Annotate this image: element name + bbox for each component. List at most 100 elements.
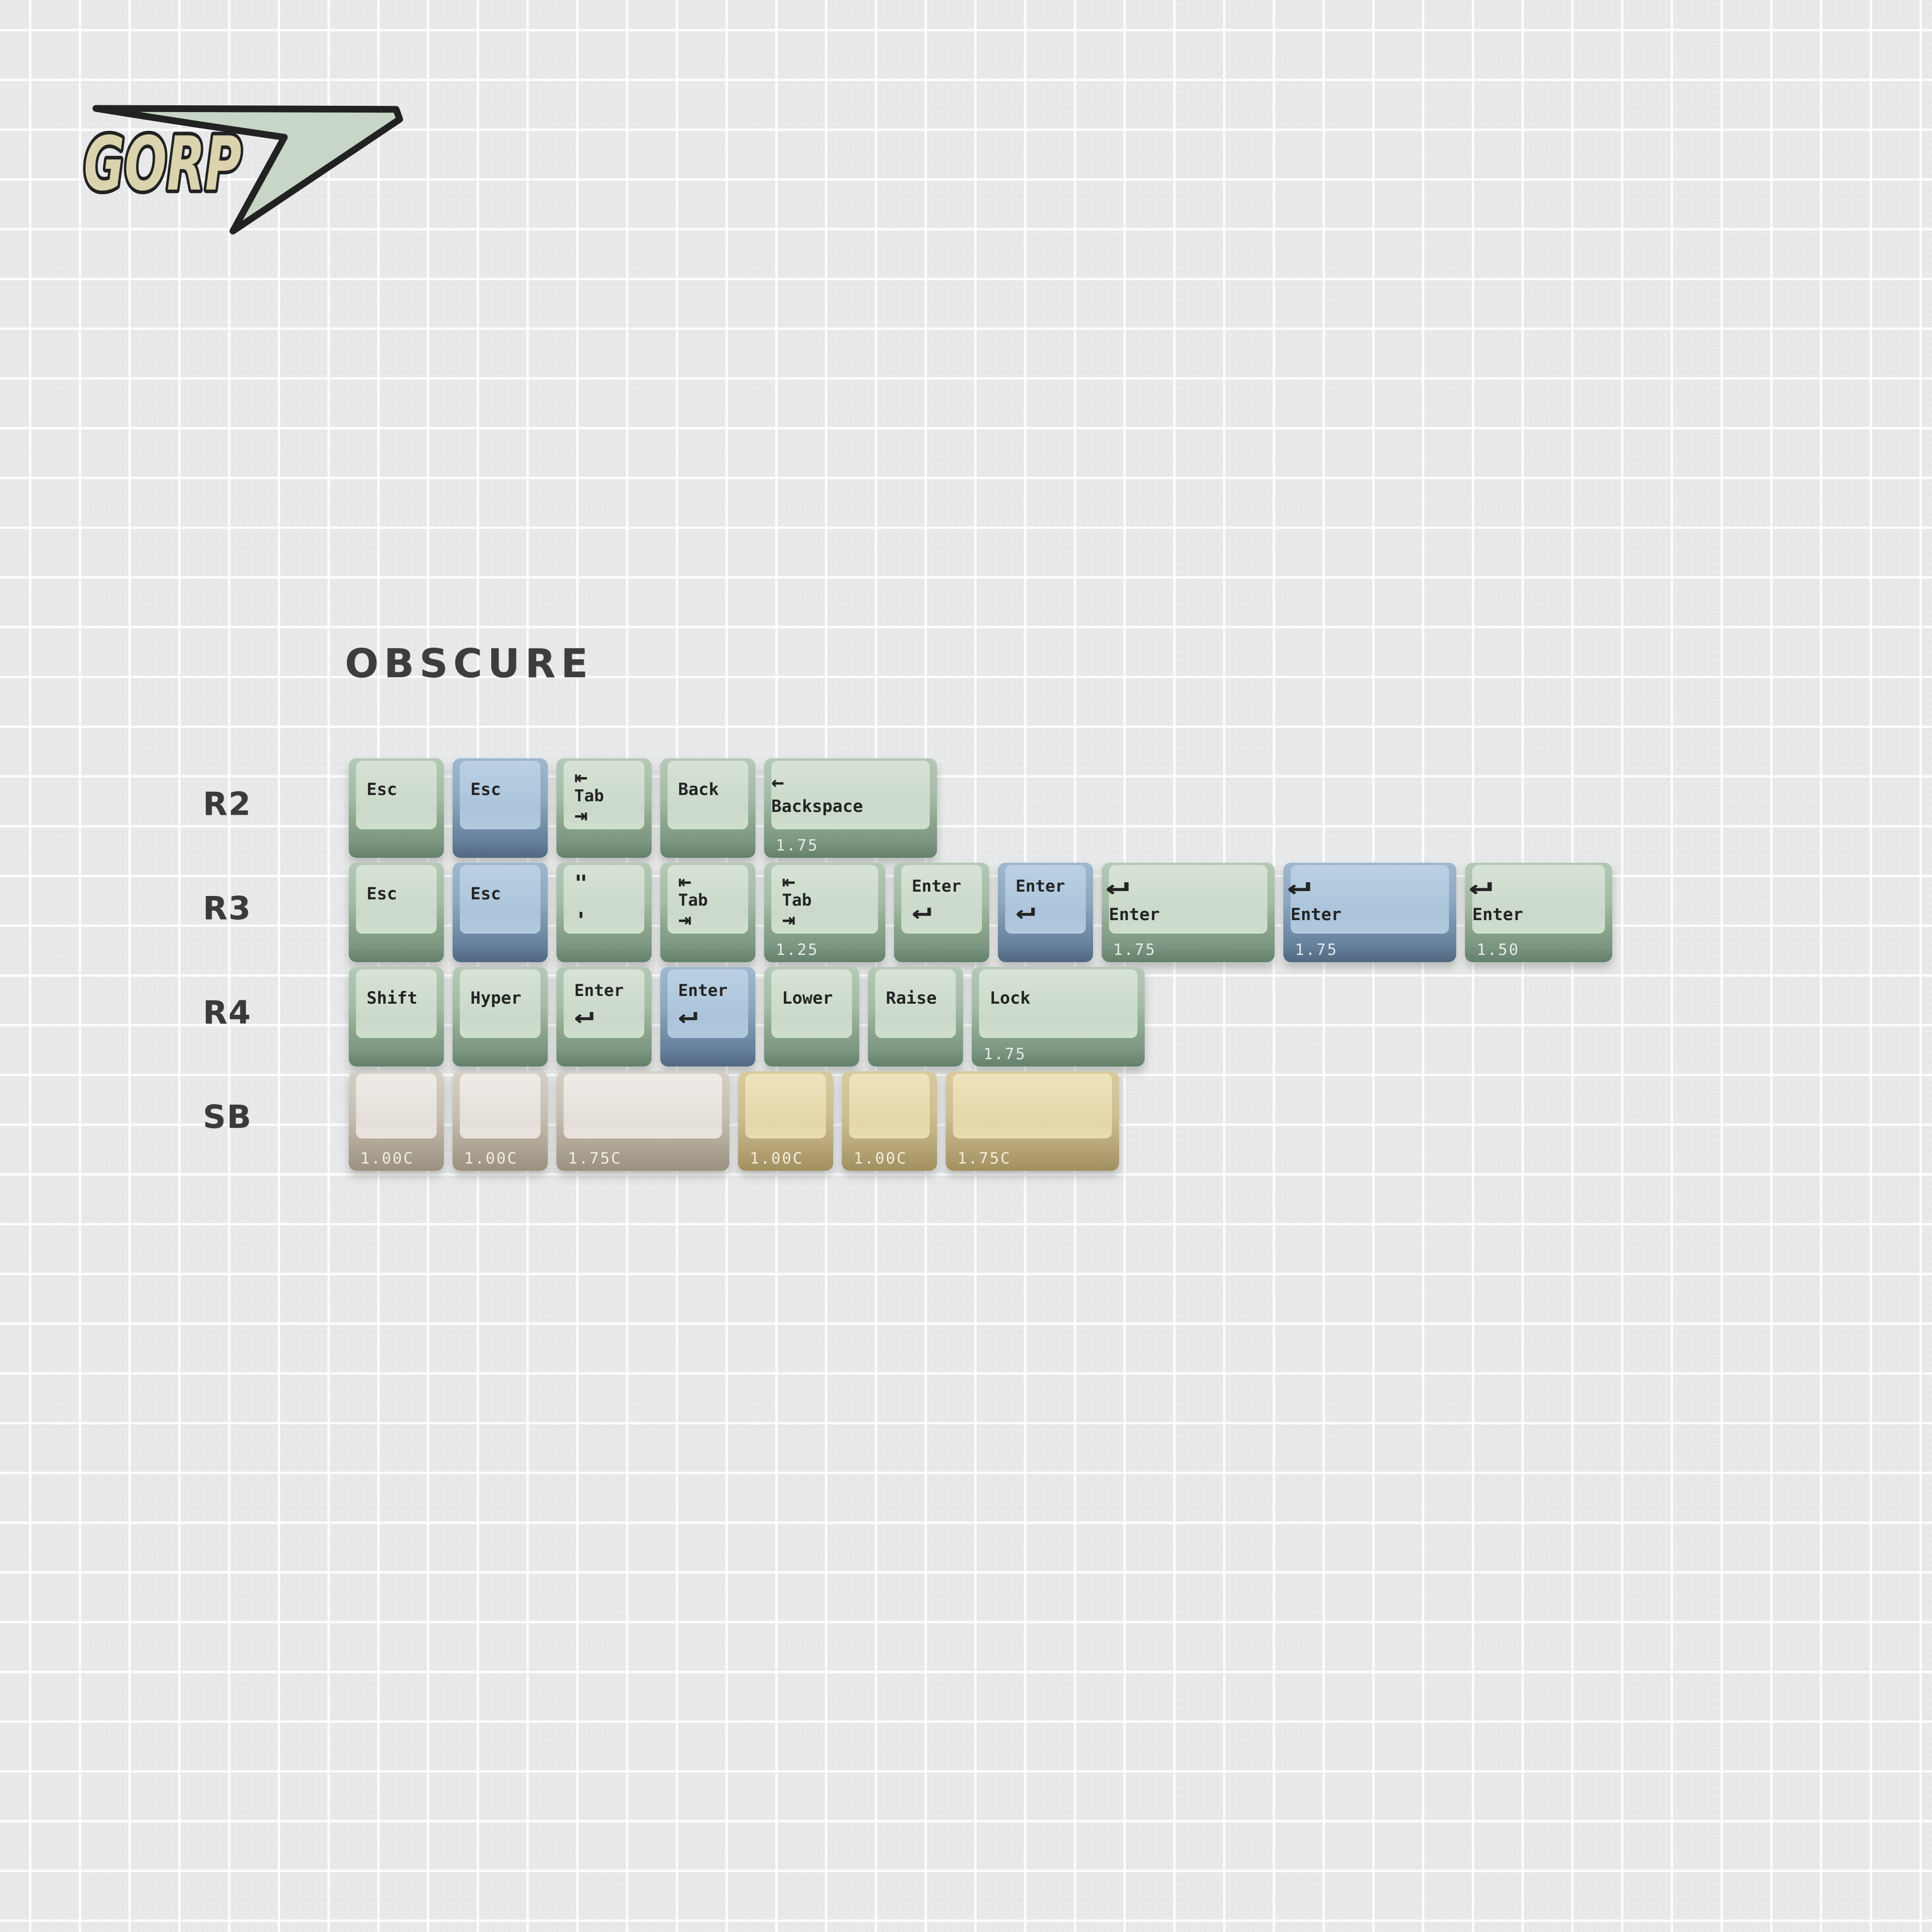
front-size-label: 1.00C (360, 1149, 414, 1167)
keycap-top-face (356, 1074, 437, 1138)
keycap-top-face: ↵ Enter (1105, 865, 1267, 934)
front-size-label: 1.00C (464, 1149, 518, 1167)
keycap-r3-quote: "' (556, 863, 652, 962)
key-legend: Enter (574, 981, 624, 1000)
keycap-r3-enter-blue-1u: Enter↵ (997, 863, 1093, 962)
key-legend: Enter (1472, 905, 1523, 924)
keycap-top-face: ← Backspace (771, 761, 930, 829)
tab-left-bar-arrow-icon: ⇤ (782, 868, 796, 894)
key-legend: Enter (1015, 877, 1065, 896)
tab-left-bar-arrow-icon: ⇤ (574, 764, 588, 790)
return-arrow-icon: ↵ (1469, 868, 1493, 901)
keycap-r3-esc-blue: Esc (453, 863, 548, 962)
keycap-r4-hyper: Hyper (453, 967, 548, 1066)
keycap-r2-tab: ⇤Tab⇥ (556, 758, 652, 858)
keycap-r2-esc-blue: Esc (453, 758, 548, 858)
keycap-top-face (460, 1074, 540, 1138)
keycap-top-face: Lock (979, 969, 1138, 1038)
key-legend: Tab (678, 891, 708, 910)
keycap-r4-shift: Shift (349, 967, 444, 1066)
key-legend: Shift (367, 989, 418, 1008)
keycap-top-face (849, 1074, 930, 1138)
keycap-r3-esc-mint: Esc (349, 863, 444, 962)
front-size-label: 1.75 (983, 1045, 1027, 1063)
front-size-label: 1.00C (750, 1149, 804, 1167)
single-quote-legend: ' (574, 908, 588, 934)
key-legend: Raise (886, 989, 937, 1008)
keycap-r2-esc-mint: Esc (349, 758, 444, 858)
front-size-label: 1.75 (1295, 940, 1338, 959)
logo-wordmark: GORP (84, 121, 242, 207)
double-quote-legend: " (574, 870, 588, 896)
key-legend: Esc (470, 884, 501, 904)
keycap-r4-lock: Lock 1.75 (972, 967, 1145, 1066)
key-legend: Esc (367, 884, 398, 904)
keycap-top-face: Hyper (460, 969, 540, 1038)
keycap-r4-enter-mint-1u: Enter↵ (556, 967, 652, 1066)
keycap-r4-lower: Lower (764, 967, 859, 1066)
front-size-label: 1.50 (1477, 940, 1520, 959)
left-arrow-icon: ← (771, 770, 784, 795)
keycap-top-face: ↵Enter (1287, 865, 1449, 934)
key-legend: Enter (911, 877, 962, 896)
keycap-r4-enter-blue-1u: Enter↵ (660, 967, 755, 1066)
keycap-top-face: ⇤Tab⇥ (564, 761, 644, 829)
return-arrow-icon: ↵ (1105, 868, 1129, 901)
key-legend: Hyper (470, 989, 522, 1008)
tab-right-bar-arrow-icon: ⇥ (782, 906, 796, 933)
keycap-top-face: ⇤Tab⇥ (771, 865, 878, 934)
keycap-top-face (564, 1074, 723, 1138)
gorp-logo: GORP (80, 105, 403, 235)
row-label-r4: R4 (203, 994, 252, 1031)
key-legend: Esc (367, 780, 398, 799)
keycap-sb-beige-100-b: 1.00C (842, 1071, 938, 1171)
keycap-top-face: Enter↵ (901, 865, 982, 934)
key-legend: Backspace (771, 797, 863, 816)
keycap-top-face: Enter↵ (1005, 865, 1086, 934)
front-size-label: 1.75 (1113, 940, 1156, 959)
keycap-sb-cream-175: 1.75C (556, 1071, 730, 1171)
keycap-r3-enter-blue-175: ↵Enter 1.75 (1283, 863, 1457, 962)
keycap-sb-cream-100-b: 1.00C (453, 1071, 548, 1171)
front-size-label: 1.25 (776, 940, 819, 959)
set-title: OBSCURE (345, 641, 594, 687)
keycap-top-face: Shift (356, 969, 437, 1038)
keycap-top-face: Esc (356, 761, 437, 829)
keycap-top-face: Enter↵ (668, 969, 748, 1038)
row-label-sb: SB (203, 1098, 252, 1136)
keycap-top-face: Back (668, 761, 748, 829)
tab-left-bar-arrow-icon: ⇤ (678, 868, 692, 894)
front-size-label: 1.75 (776, 836, 819, 854)
key-legend: Enter (678, 981, 728, 1000)
tab-right-bar-arrow-icon: ⇥ (678, 906, 692, 933)
key-legend: Tab (574, 786, 604, 806)
keycap-r3-enter-mint-150: ↵ Enter 1.50 (1465, 863, 1612, 962)
key-legend: Tab (782, 891, 812, 910)
tab-right-bar-arrow-icon: ⇥ (574, 802, 588, 828)
keycap-top-face: "' (564, 865, 644, 934)
keycap-r3-tab-1u: ⇤Tab⇥ (660, 863, 755, 962)
keycap-top-face (953, 1074, 1112, 1138)
swoosh-icon (92, 105, 403, 235)
key-legend: Lock (990, 989, 1031, 1008)
keycap-top-face: Esc (356, 865, 437, 934)
key-legend: Esc (470, 780, 501, 799)
front-size-label: 1.75C (568, 1149, 622, 1167)
keycap-top-face: Esc (460, 865, 540, 934)
return-arrow-icon: ↵ (574, 999, 594, 1029)
keycap-top-face: Enter↵ (564, 969, 644, 1038)
return-arrow-icon: ↵ (911, 895, 932, 925)
keycap-r4-raise: Raise (868, 967, 963, 1066)
key-legend: Lower (782, 989, 833, 1008)
return-arrow-icon: ↵ (1287, 868, 1311, 901)
row-label-r2: R2 (203, 785, 252, 823)
keycap-r3-enter-mint-1u: Enter↵ (894, 863, 989, 962)
key-legend: Enter (1108, 905, 1160, 924)
keycap-sb-beige-175: 1.75C (946, 1071, 1119, 1171)
keycap-sb-cream-100-a: 1.00C (349, 1071, 444, 1171)
keycap-top-face (745, 1074, 826, 1138)
keycap-top-face: Raise (875, 969, 956, 1038)
keycap-sb-beige-100-a: 1.00C (738, 1071, 834, 1171)
keycap-top-face: ⇤Tab⇥ (668, 865, 748, 934)
front-size-label: 1.00C (853, 1149, 908, 1167)
